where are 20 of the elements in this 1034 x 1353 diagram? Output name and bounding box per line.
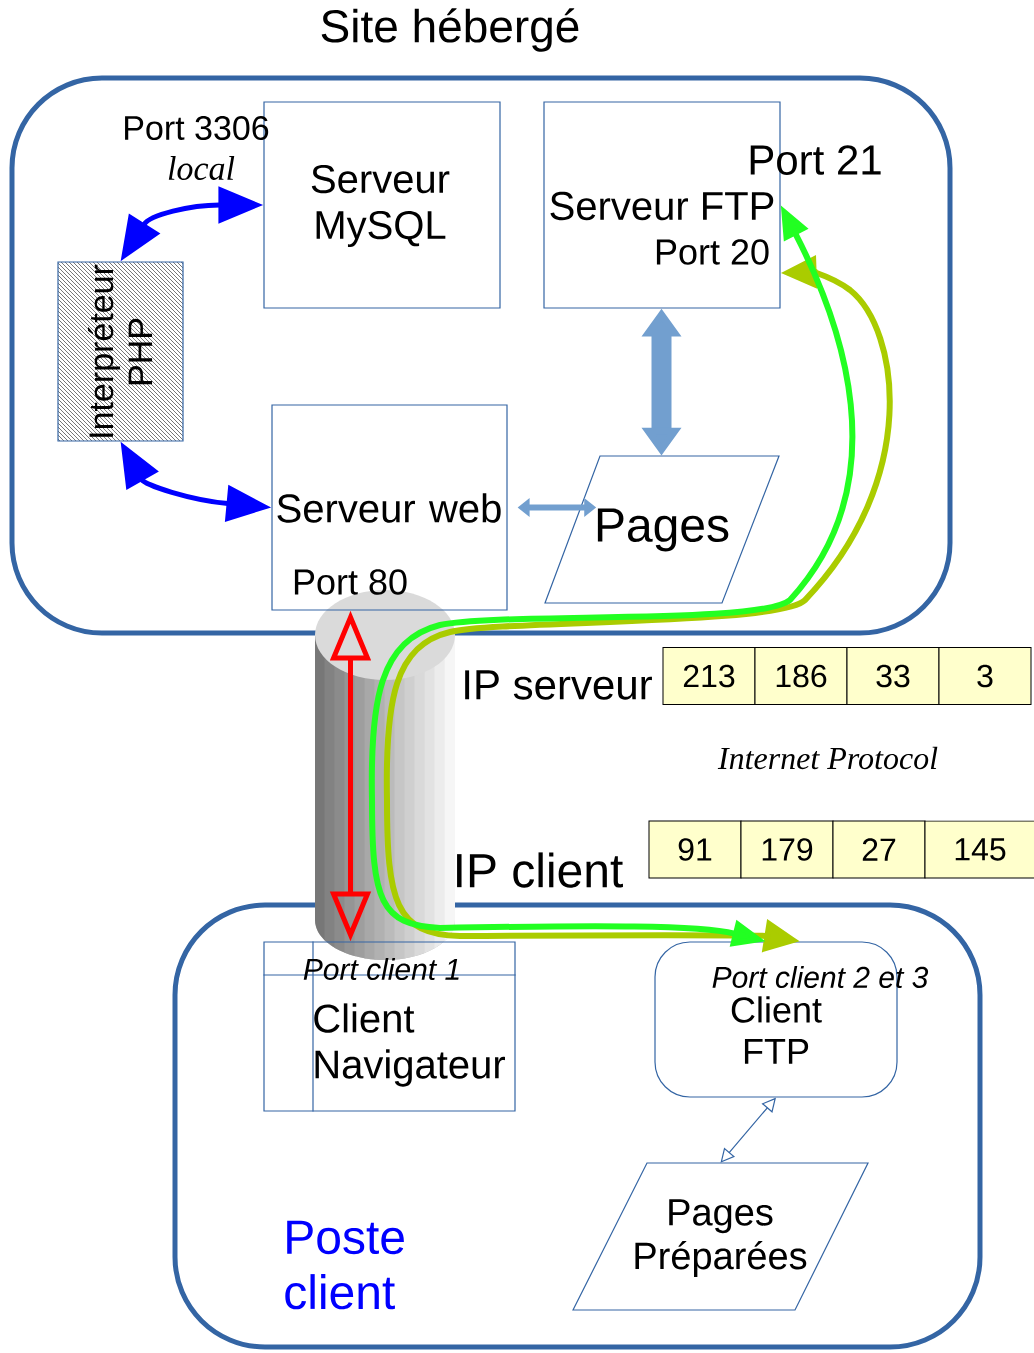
address-cell: 179 <box>740 820 834 879</box>
node-label: Site hébergé <box>321 8 579 52</box>
address-cell: 3 <box>938 647 1032 705</box>
caption-text: Internet Protocol <box>717 746 938 770</box>
client-box: Port client 2 et 3 Client FTP <box>654 941 929 1098</box>
address-cell: 213 <box>662 647 756 705</box>
address-cell: 27 <box>832 820 926 879</box>
pages-parallelogram: Pages <box>544 455 780 604</box>
server-box: Serveur web Port 80 <box>271 404 508 611</box>
port-label: local <box>168 156 235 180</box>
pages-parallelogram: Pages Préparées <box>572 1162 869 1311</box>
interpreter-box: Interpréteur PHP <box>57 261 184 442</box>
address-cell: 186 <box>754 647 848 705</box>
server-box: Port 21 Serveur FTP Port 20 <box>543 101 881 309</box>
address-cell: 91 <box>648 820 742 879</box>
ip-label: IP client <box>457 852 623 888</box>
address-cell: 33 <box>846 647 940 705</box>
client-box: Port client 1 Client Navigateur <box>262 940 517 1113</box>
ip-label: IP serveur <box>465 670 652 700</box>
address-cell: 145 <box>924 820 1034 879</box>
